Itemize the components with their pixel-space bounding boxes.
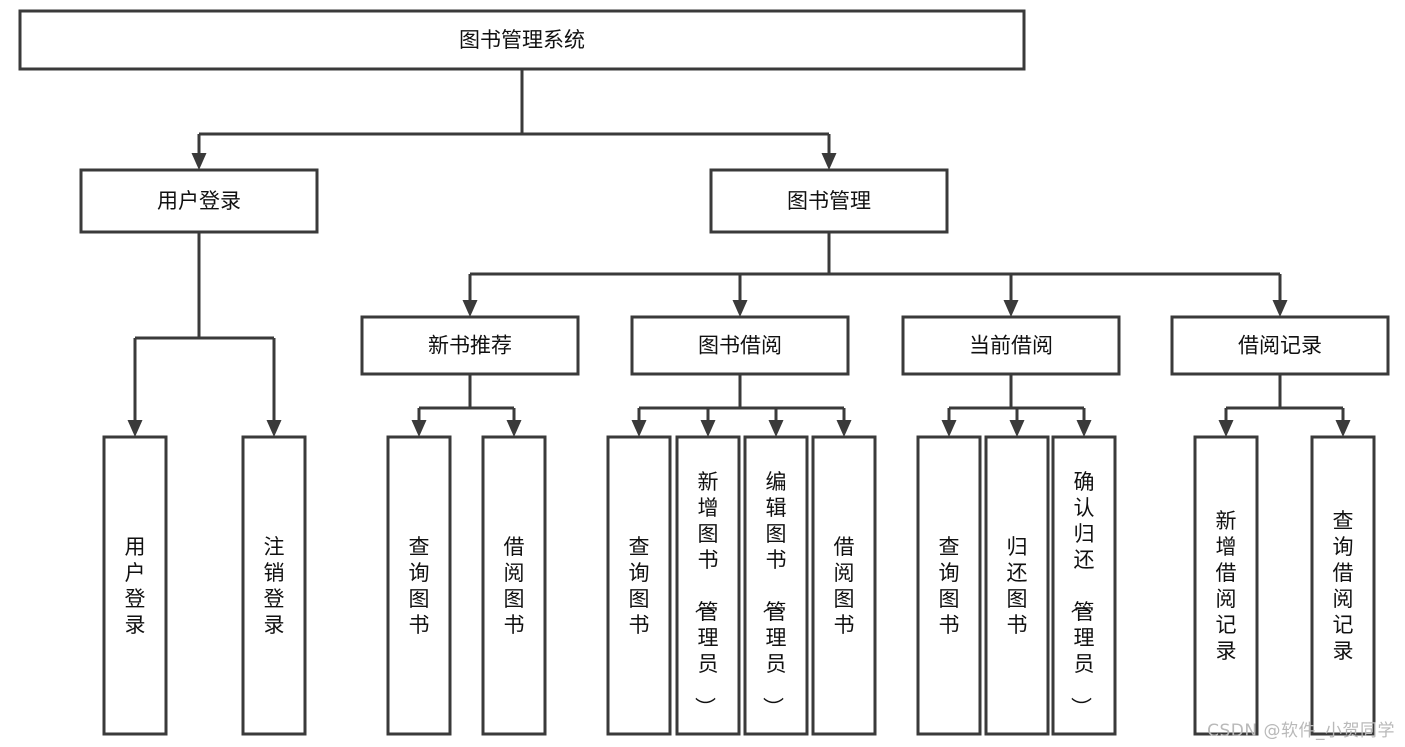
node-borrow-record[interactable]: 借阅记录 <box>1170 315 1390 376</box>
node-label: 用户登录 <box>125 535 146 637</box>
node-box[interactable] <box>709 168 949 234</box>
node-box[interactable] <box>630 315 850 376</box>
node-label: 新增图书（管理员） <box>693 470 719 718</box>
branch-root-to-level2 <box>191 69 837 170</box>
arrow-head <box>836 420 852 437</box>
node-box[interactable] <box>1051 435 1117 736</box>
node-box[interactable] <box>811 435 877 736</box>
node-leaf-query-book-borrow[interactable]: 查询图书 <box>606 435 672 736</box>
node-label: 图书借阅 <box>698 334 782 358</box>
arrow-head <box>631 420 647 437</box>
node-box[interactable] <box>18 9 1026 71</box>
arrow-head <box>732 300 748 317</box>
arrow-head <box>411 420 427 437</box>
node-label: 用户登录 <box>157 189 241 213</box>
node-label: 图书管理系统 <box>459 28 585 52</box>
node-leaf-edit-book[interactable]: 编辑图书（管理员） <box>743 435 809 736</box>
branch-bookborrow-to-leaves <box>631 374 852 437</box>
node-leaf-return-book[interactable]: 归还图书 <box>984 435 1050 736</box>
node-leaf-add-record[interactable]: 新增借阅记录 <box>1193 435 1259 736</box>
node-box[interactable] <box>1193 435 1259 736</box>
node-box[interactable] <box>984 435 1050 736</box>
arrow-head <box>1218 420 1234 437</box>
node-leaf-borrow-book-rec[interactable]: 借阅图书 <box>481 435 547 736</box>
node-leaf-confirm-return[interactable]: 确认归还（管理员） <box>1051 435 1117 736</box>
node-box[interactable] <box>743 435 809 736</box>
node-label: 查询图书 <box>409 535 430 637</box>
arrow-head <box>768 420 784 437</box>
arrow-head <box>127 420 143 437</box>
node-leaf-query-book-rec[interactable]: 查询图书 <box>386 435 452 736</box>
node-label: 借阅图书 <box>834 535 855 637</box>
node-box[interactable] <box>481 435 547 736</box>
csdn-watermark: CSDN @软件_小贺同学 <box>1207 721 1395 741</box>
arrow-head <box>191 153 207 170</box>
arrow-head <box>700 420 716 437</box>
node-box[interactable] <box>102 435 168 736</box>
node-leaf-query-book-cur[interactable]: 查询图书 <box>916 435 982 736</box>
node-label: 借阅图书 <box>504 535 525 637</box>
node-box[interactable] <box>1310 435 1376 736</box>
node-box[interactable] <box>901 315 1121 376</box>
node-new-book-recommend[interactable]: 新书推荐 <box>360 315 580 376</box>
node-book-borrow[interactable]: 图书借阅 <box>630 315 850 376</box>
node-box[interactable] <box>606 435 672 736</box>
node-label: 借阅记录 <box>1238 334 1322 358</box>
node-box[interactable] <box>675 435 741 736</box>
node-box[interactable] <box>241 435 307 736</box>
node-leaf-borrow-book[interactable]: 借阅图书 <box>811 435 877 736</box>
node-label: 注销登录 <box>264 535 285 637</box>
node-label: 确认归还（管理员） <box>1069 470 1095 718</box>
arrow-head <box>1003 300 1019 317</box>
node-book-manage[interactable]: 图书管理 <box>709 168 949 234</box>
node-label: 查询借阅记录 <box>1333 509 1354 663</box>
node-label: 新增借阅记录 <box>1216 509 1237 663</box>
branch-currentborrow-to-leaves <box>941 374 1092 437</box>
node-leaf-query-record[interactable]: 查询借阅记录 <box>1310 435 1376 736</box>
node-box[interactable] <box>1170 315 1390 376</box>
node-leaf-logout[interactable]: 注销登录 <box>241 435 307 736</box>
node-leaf-user-login[interactable]: 用户登录 <box>102 435 168 736</box>
arrow-head <box>821 153 837 170</box>
node-box[interactable] <box>386 435 452 736</box>
node-layer: 图书管理系统用户登录图书管理新书推荐图书借阅当前借阅借阅记录用户登录注销登录查询… <box>18 9 1390 736</box>
branch-borrowrecord-to-leaves <box>1218 374 1351 437</box>
node-root[interactable]: 图书管理系统 <box>18 9 1026 71</box>
arrow-head <box>1272 300 1288 317</box>
branch-recommend-to-leaves <box>411 374 522 437</box>
arrow-head <box>266 420 282 437</box>
arrow-head <box>462 300 478 317</box>
node-current-borrow[interactable]: 当前借阅 <box>901 315 1121 376</box>
node-label: 当前借阅 <box>969 334 1053 358</box>
node-label: 查询图书 <box>629 535 650 637</box>
branch-userlogin-to-leaves <box>127 232 282 437</box>
connector-layer <box>127 69 1351 437</box>
node-user-login[interactable]: 用户登录 <box>79 168 319 234</box>
node-leaf-add-book[interactable]: 新增图书（管理员） <box>675 435 741 736</box>
arrow-head <box>1335 420 1351 437</box>
node-label: 编辑图书（管理员） <box>761 470 787 718</box>
node-label: 查询图书 <box>939 535 960 637</box>
node-box[interactable] <box>916 435 982 736</box>
node-label: 图书管理 <box>787 189 871 213</box>
node-box[interactable] <box>360 315 580 376</box>
arrow-head <box>1009 420 1025 437</box>
node-label: 新书推荐 <box>428 334 512 358</box>
arrow-head <box>1076 420 1092 437</box>
arrow-head <box>941 420 957 437</box>
arrow-head <box>506 420 522 437</box>
node-box[interactable] <box>79 168 319 234</box>
node-label: 归还图书 <box>1007 535 1028 637</box>
branch-bookmanage-to-level3 <box>462 232 1288 317</box>
